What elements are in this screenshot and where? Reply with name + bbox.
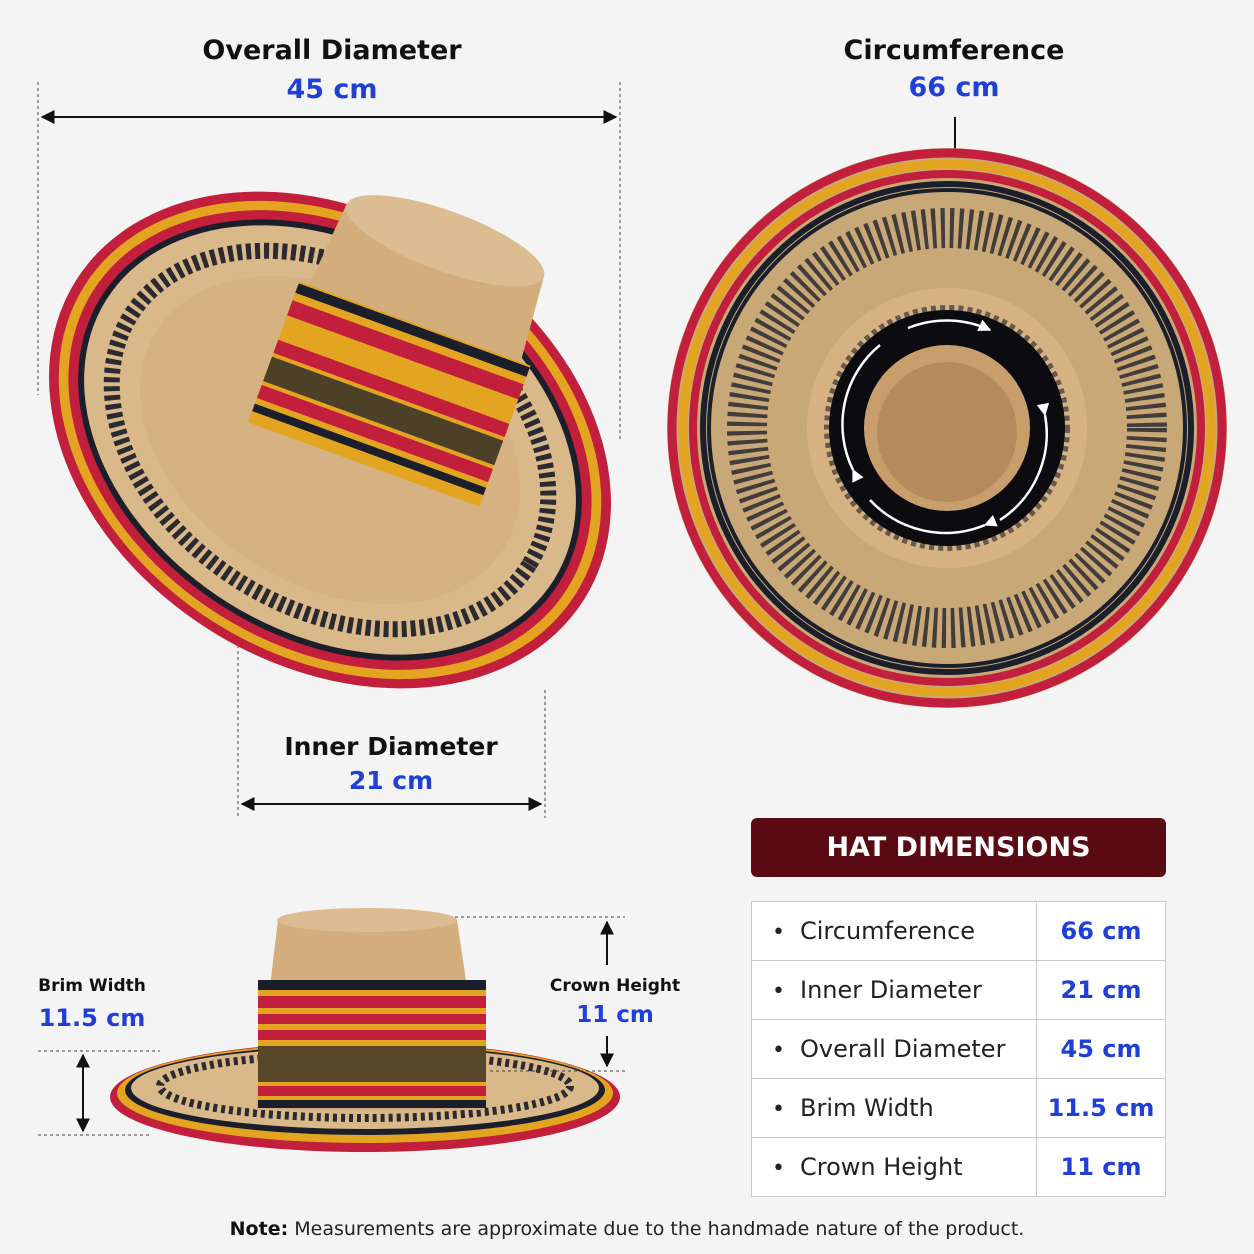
measurement-note: Note: Measurements are approximate due t… xyxy=(0,1218,1254,1240)
bullet-icon: • xyxy=(772,920,785,945)
row-value: 11 cm xyxy=(1036,1137,1166,1197)
inner-diameter-dimension xyxy=(237,645,546,818)
note-text: Measurements are approximate due to the … xyxy=(294,1218,1025,1240)
brim-width-value: 11.5 cm xyxy=(38,1004,146,1032)
hat-dimensions-table: • Circumference 66 cm • Inner Diameter 21 … xyxy=(751,901,1166,1197)
inner-diameter-value: 21 cm xyxy=(348,766,434,795)
table-row: • Circumference 66 cm xyxy=(751,901,1166,961)
bullet-icon: • xyxy=(772,1097,785,1122)
overall-diameter-value: 45 cm xyxy=(286,74,378,105)
crown-height-value: 11 cm xyxy=(576,1002,654,1028)
inner-diameter-label: Inner Diameter xyxy=(284,732,498,761)
bullet-icon: • xyxy=(772,1156,785,1181)
brim-width-label: Brim Width xyxy=(38,976,146,996)
row-name: Brim Width xyxy=(800,1094,934,1122)
circumference-label: Circumference xyxy=(843,35,1065,66)
hat-side-view xyxy=(110,908,620,1152)
row-value: 66 cm xyxy=(1036,901,1166,961)
overall-diameter-dimension xyxy=(37,82,621,440)
circumference-value: 66 cm xyxy=(908,72,1000,103)
hat-angled-view xyxy=(49,191,611,689)
row-value: 11.5 cm xyxy=(1036,1078,1166,1138)
table-row: • Inner Diameter 21 cm xyxy=(751,960,1166,1020)
overall-diameter-label: Overall Diameter xyxy=(202,35,462,66)
hat-top-view xyxy=(667,148,1227,708)
table-row: • Crown Height 11 cm xyxy=(751,1137,1166,1197)
table-row: • Brim Width 11.5 cm xyxy=(751,1078,1166,1138)
crown-height-dimension xyxy=(455,916,625,1072)
crown-height-label: Crown Height xyxy=(549,976,681,996)
note-prefix: Note: xyxy=(229,1218,289,1240)
row-name: Crown Height xyxy=(800,1153,963,1181)
brim-width-dimension xyxy=(38,1050,160,1136)
row-value: 45 cm xyxy=(1036,1019,1166,1079)
bullet-icon: • xyxy=(772,1038,785,1063)
hat-dimensions-header: HAT DIMENSIONS xyxy=(751,818,1166,877)
row-name: Overall Diameter xyxy=(800,1035,1006,1063)
table-row: • Overall Diameter 45 cm xyxy=(751,1019,1166,1079)
row-name: Circumference xyxy=(800,917,976,945)
bullet-icon: • xyxy=(772,979,785,1004)
row-name: Inner Diameter xyxy=(800,976,982,1004)
row-value: 21 cm xyxy=(1036,960,1166,1020)
